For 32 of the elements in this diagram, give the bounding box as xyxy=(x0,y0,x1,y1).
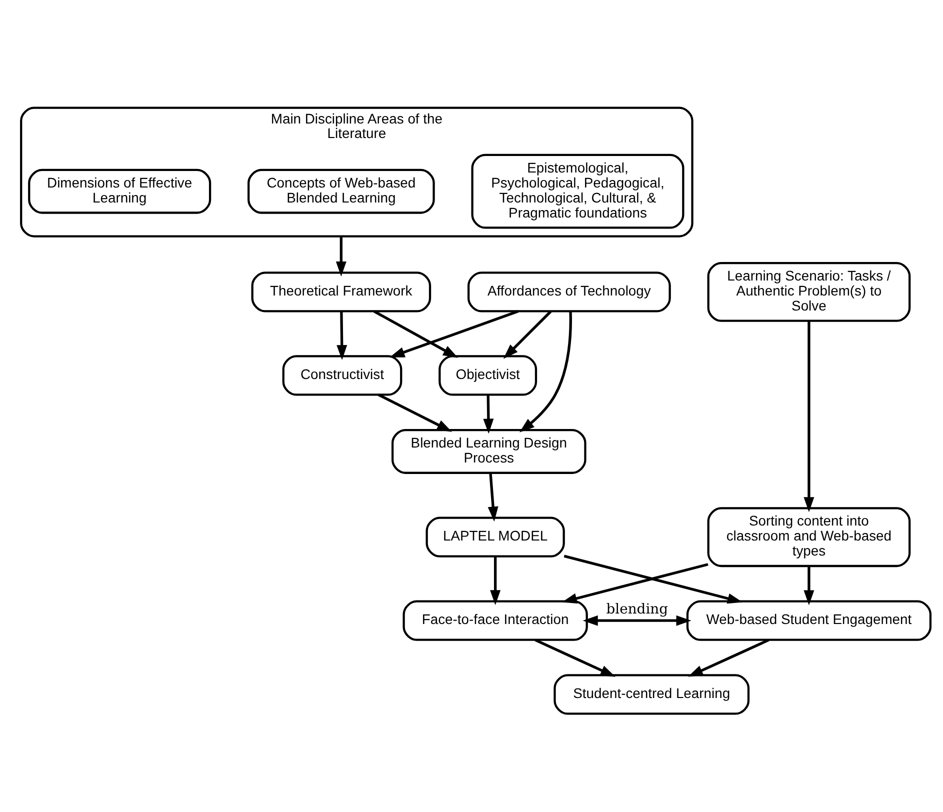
edge-label: blending xyxy=(606,601,668,618)
node-box: Concepts of Web-based Blended Learning xyxy=(248,168,435,214)
arrow xyxy=(534,638,616,676)
arrow xyxy=(804,566,814,605)
node-box: Epistemological, Psychological, Pedagogical, Technological, Cultural, & Pragmatic foundations xyxy=(471,153,684,228)
arrow xyxy=(582,614,692,626)
node-box: Affordances of Technology xyxy=(467,271,671,312)
arrow xyxy=(519,311,572,432)
arrow xyxy=(390,310,519,357)
arrow xyxy=(336,310,348,360)
node-box: Dimensions of Effective Learning xyxy=(28,168,212,214)
arrow xyxy=(488,472,498,522)
node-box: Blended Learning Design Process xyxy=(391,428,586,474)
node-box: Web-based Student Engagement xyxy=(686,600,932,640)
node-box: Face-to-face Interaction xyxy=(402,600,588,640)
node-box: Student-centred Learning xyxy=(554,674,750,714)
node-box: Learning Scenario: Tasks / Authentic Problem(s) to Solve xyxy=(707,262,911,322)
arrow xyxy=(373,310,458,358)
node-box: Theoretical Framework xyxy=(251,271,432,312)
arrow xyxy=(378,393,452,432)
arrow xyxy=(688,638,770,676)
node-box: Sorting content into classroom and Web-based types xyxy=(707,506,911,567)
node-box: Constructivist xyxy=(282,354,402,396)
arrow xyxy=(490,556,501,605)
node-box: LAPTEL MODEL xyxy=(426,516,565,557)
node-box: Objectivist xyxy=(438,354,538,396)
arrow xyxy=(804,320,814,512)
arrow xyxy=(503,310,552,358)
arrow xyxy=(483,394,494,434)
arrow xyxy=(564,554,743,604)
arrow xyxy=(562,562,708,604)
arrow xyxy=(336,236,346,276)
